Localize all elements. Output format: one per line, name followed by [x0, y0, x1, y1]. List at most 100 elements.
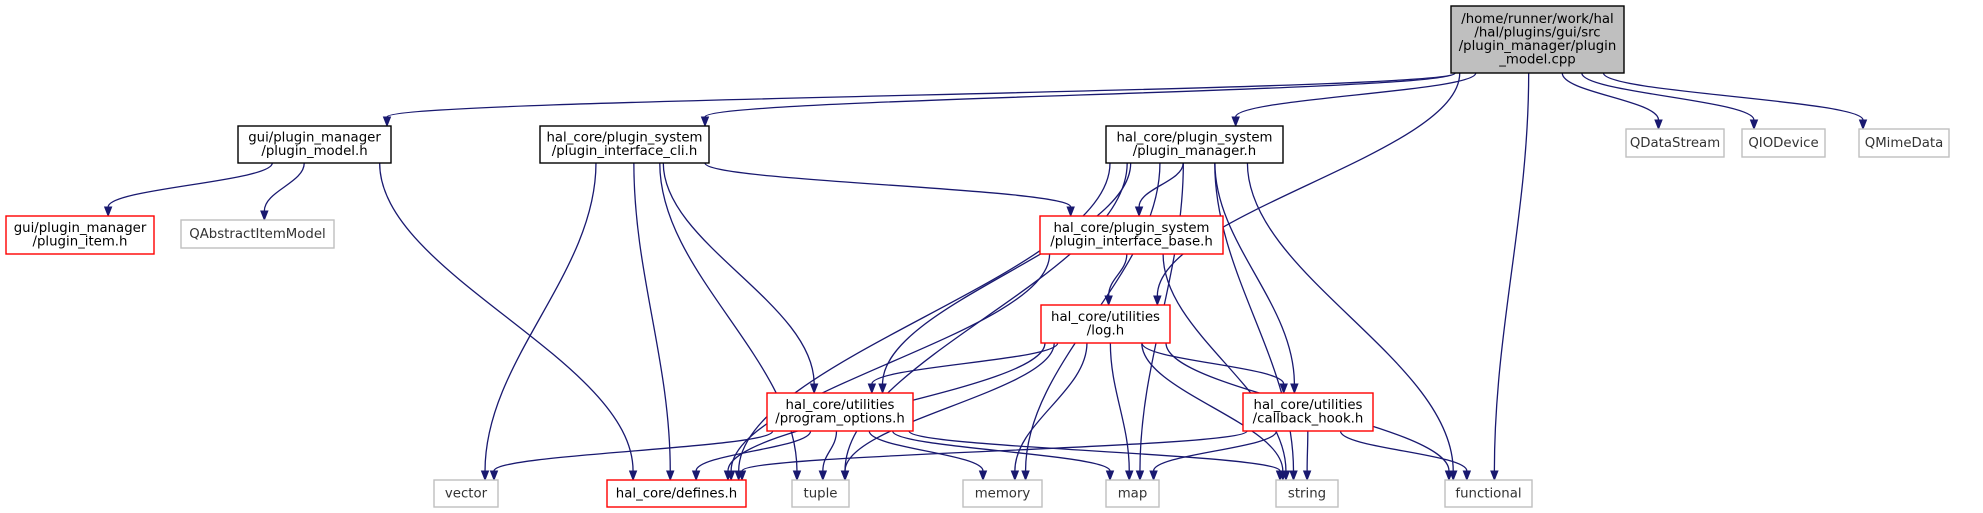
node-label: /hal/plugins/gui/src [1474, 26, 1600, 41]
arrowhead-plugin_interface_base_h-to-log_h [1104, 295, 1113, 307]
node-box-plugin-interface-base-h [1039, 215, 1224, 255]
node-label: /plugin_interface_cli.h [552, 144, 698, 159]
node-label: string [1288, 486, 1326, 501]
edge-plugin_model_h-to-plugin_item_h [107, 162, 273, 208]
node-map[interactable]: map [1105, 479, 1160, 508]
node-box-functional [1444, 479, 1533, 508]
edge-root-to-plugin_interface_cli_h [704, 72, 1456, 118]
node-label: /plugin_item.h [33, 234, 128, 249]
arrowhead-plugin_model_h-to-plugin_item_h [103, 206, 113, 218]
node-string[interactable]: string [1275, 479, 1339, 508]
arrowhead-plugin_manager_h-to-program_options_h [878, 383, 887, 395]
arrowhead-log_h-to-defines_h [723, 470, 733, 482]
edge-plugin_manager_h-to-plugin_interface_base_h [1138, 162, 1184, 208]
node-label: memory [975, 486, 1031, 501]
node-vector[interactable]: vector [433, 479, 499, 508]
edge-root-to-log_h [1156, 72, 1461, 297]
edge-callback_hook_h-to-map [1152, 430, 1278, 472]
arrowhead-plugin_interface_cli_h-to-plugin_interface_base_h [1066, 206, 1075, 218]
node-qiodevice[interactable]: QIODevice [1741, 128, 1826, 158]
node-plugin-model-h[interactable]: gui/plugin_manager/plugin_model.h [237, 125, 392, 164]
edge-plugin_interface_cli_h-to-plugin_interface_base_h [704, 162, 1072, 208]
edge-program_options_h-to-tuple [822, 430, 838, 472]
edge-callback_hook_h-to-string [1306, 430, 1309, 472]
node-label: gui/plugin_manager [248, 131, 381, 146]
node-label: tuple [804, 486, 838, 501]
node-label: hal_core/plugin_system [1116, 131, 1272, 146]
node-label: hal_core/plugin_system [1053, 221, 1209, 236]
edge-plugin_model_h-to-qabstractitemmodel [263, 162, 305, 212]
edge-log_h-to-program_options_h [871, 342, 1059, 385]
node-label: _model.cpp [1498, 52, 1575, 67]
node-plugin-interface-cli-h[interactable]: hal_core/plugin_system/plugin_interface_… [539, 125, 710, 164]
node-qabstractitemmodel[interactable]: QAbstractItemModel [180, 219, 335, 249]
arrowhead-log_h-to-map [1125, 470, 1134, 482]
arrowhead-root-to-qmimedata [1858, 119, 1868, 131]
arrowhead-plugin_manager_h-to-string [1289, 470, 1298, 482]
node-callback-hook-h[interactable]: hal_core/utilities/callback_hook.h [1242, 392, 1374, 432]
node-label: map [1118, 486, 1148, 501]
node-label: hal_core/utilities [786, 398, 895, 413]
edge-plugin_interface_cli_h-to-defines_h [633, 162, 671, 472]
node-plugin-manager-h[interactable]: hal_core/plugin_system/plugin_manager.h [1105, 125, 1284, 164]
arrowhead-plugin_model_h-to-defines_h [628, 470, 638, 482]
node-box-map [1105, 479, 1160, 508]
edge-plugin_model_h-to-defines_h [379, 162, 634, 472]
node-label: /plugin_manager/plugin [1459, 39, 1617, 54]
arrowhead-plugin_manager_h-to-map [1135, 470, 1145, 482]
node-plugin-item-h[interactable]: gui/plugin_manager/plugin_item.h [5, 215, 155, 255]
node-box-string [1275, 479, 1339, 508]
arrowhead-callback_hook_h-to-defines_h [737, 470, 747, 482]
node-box-qabstractitemmodel [180, 219, 335, 249]
node-box-plugin-interface-cli-h [539, 125, 710, 164]
arrowhead-log_h-to-memory [1010, 470, 1020, 482]
node-label: functional [1455, 486, 1521, 501]
node-box-qdatastream [1625, 128, 1725, 158]
arrowhead-root-to-log_h [1153, 295, 1162, 307]
edge-root-to-qmimedata [1602, 72, 1864, 121]
arrowhead-plugin_manager_h-to-plugin_interface_base_h [1134, 206, 1144, 218]
arrowhead-plugin_manager_h-to-memory [1021, 470, 1030, 482]
edge-plugin_interface_cli_h-to-program_options_h [662, 162, 815, 385]
edge-log_h-to-string [1141, 342, 1284, 472]
node-qmimedata[interactable]: QMimeData [1858, 128, 1950, 158]
arrowhead-program_options_h-to-memory [978, 470, 988, 482]
node-label: hal_core/defines.h [616, 486, 737, 501]
arrowhead-log_h-to-tuple [840, 470, 850, 482]
node-plugin-interface-base-h[interactable]: hal_core/plugin_system/plugin_interface_… [1039, 215, 1224, 255]
edge-plugin_interface_base_h-to-string [1162, 253, 1287, 472]
edge-plugin_interface_base_h-to-defines_h [730, 253, 1051, 472]
node-label: /program_options.h [775, 411, 905, 426]
arrowhead-callback_hook_h-to-string [1302, 470, 1312, 482]
node-qdatastream[interactable]: QDataStream [1625, 128, 1725, 158]
node-log-h[interactable]: hal_core/utilities/log.h [1040, 304, 1171, 344]
node-box-plugin-model-h [237, 125, 392, 164]
node-label: QIODevice [1748, 136, 1818, 151]
node-tuple[interactable]: tuple [791, 479, 850, 508]
arrowhead-plugin_manager_h-to-callback_hook_h [1290, 383, 1299, 395]
node-memory[interactable]: memory [962, 479, 1043, 508]
edge-callback_hook_h-to-functional [1339, 430, 1468, 472]
node-box-callback-hook-h [1242, 392, 1374, 432]
arrowhead-root-to-qdatastream [1654, 119, 1663, 131]
node-box-plugin-item-h [5, 215, 155, 255]
edge-plugin_interface_base_h-to-log_h [1107, 253, 1128, 297]
node-defines-h[interactable]: hal_core/defines.h [606, 479, 747, 508]
node-label: hal_core/utilities [1254, 398, 1363, 413]
edge-program_options_h-to-vector [493, 430, 774, 472]
node-functional[interactable]: functional [1444, 479, 1533, 508]
node-box-qmimedata [1858, 128, 1950, 158]
node-label: /plugin_manager.h [1133, 144, 1256, 159]
arrowhead-plugin_interface_cli_h-to-program_options_h [809, 383, 819, 395]
node-box-plugin-manager-h [1105, 125, 1284, 164]
node-root[interactable]: /home/runner/work/hal/hal/plugins/gui/sr… [1450, 5, 1625, 74]
edge-root-to-qdatastream [1561, 72, 1660, 121]
arrowhead-callback_hook_h-to-functional [1462, 470, 1472, 482]
arrowhead-log_h-to-callback_hook_h [1279, 383, 1288, 395]
edge-plugin_manager_h-to-program_options_h [881, 162, 1132, 385]
arrowhead-root-to-functional [1490, 470, 1499, 482]
node-program-options-h[interactable]: hal_core/utilities/program_options.h [766, 392, 914, 432]
edge-plugin_manager_h-to-defines_h [738, 162, 1111, 472]
edge-root-to-plugin_manager_h [1235, 72, 1477, 118]
